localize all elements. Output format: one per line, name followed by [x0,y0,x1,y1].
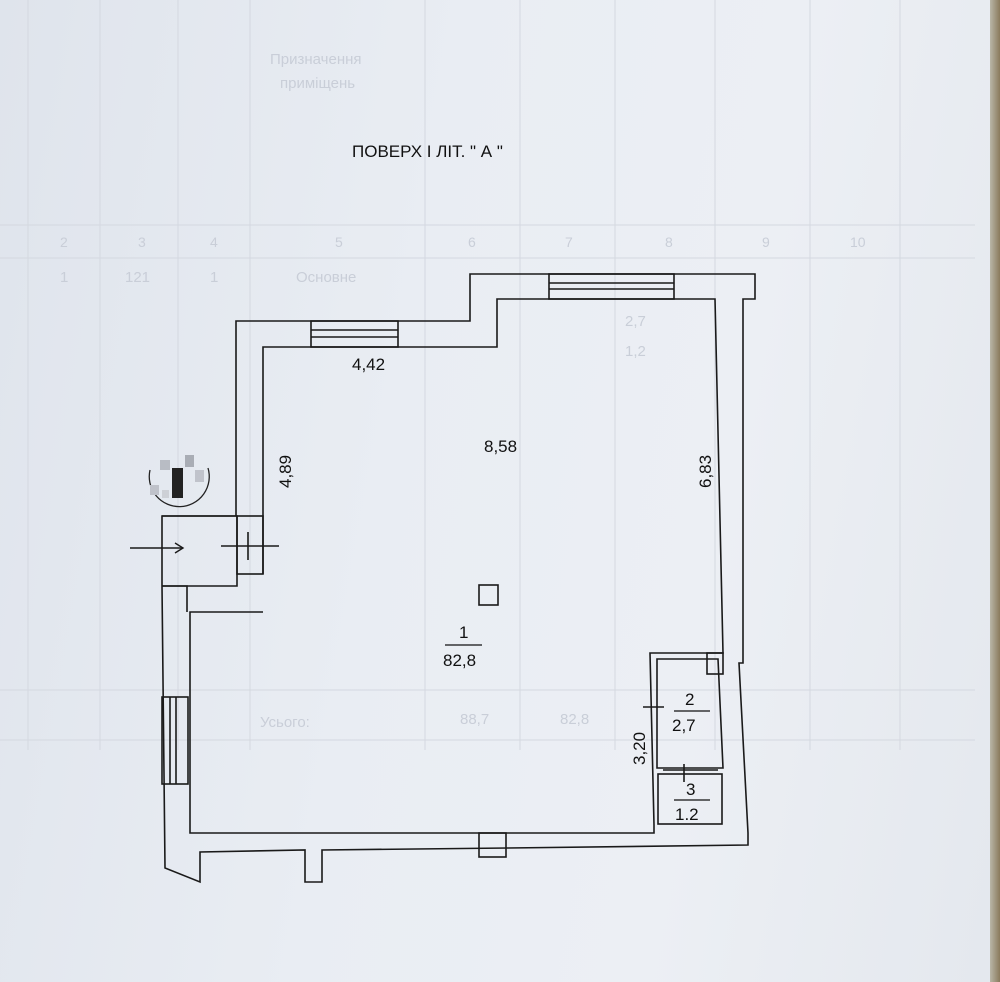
room-number: 2 [685,690,694,709]
room-area: 1.2 [675,805,699,824]
ghost-col: 6 [468,234,476,250]
ghost-cell: 1 [60,269,68,286]
ghost-cell: 1 [210,269,218,286]
plan-title: ПОВЕРХ І ЛІТ. " А " [352,142,503,161]
ghost-row3-value: 1,2 [625,343,646,360]
ghost-col: 9 [762,234,770,250]
north-arrow-icon [148,455,210,508]
ghost-col: 5 [335,234,343,250]
bathroom-2-duct [706,652,724,675]
ghost-col: 8 [665,234,673,250]
door-jamb [236,515,264,575]
ghost-col: 3 [138,234,146,250]
ghost-cell: 121 [125,269,150,286]
room-2-label: 2 2,7 [672,690,710,735]
room-1-label: 1 82,8 [443,623,482,670]
ghost-col: 2 [60,234,68,250]
dimension-right: 6,83 [696,455,715,488]
ghost-row-first: 1 121 1 Основне [60,269,356,286]
dimension-left: 4,89 [276,455,295,488]
window-top-left [310,320,399,348]
ghost-column-numbers: 2 3 4 5 6 7 8 9 10 [60,234,866,250]
room-number: 3 [686,780,695,799]
bottom-column [478,832,507,858]
room-area: 2,7 [672,716,696,735]
ghost-total-area: 88,7 [460,711,489,728]
dimension-width: 8,58 [484,437,517,456]
room-number: 1 [459,623,468,642]
room-3-label: 3 1.2 [674,780,710,824]
entrance-arrow-icon [130,542,185,554]
window-left [161,696,189,785]
ventilation-shaft [478,584,499,606]
dimension-top-left: 4,42 [352,355,385,374]
room-area: 82,8 [443,651,476,670]
bathroom-3-wall [657,773,723,825]
ghost-total-label: Усього: [260,714,310,731]
bathroom-2-wall [656,658,724,769]
ghost-header-purpose-2: приміщень [280,75,355,92]
ghost-table [0,0,975,750]
ghost-col: 10 [850,234,866,250]
ghost-total-main: 82,8 [560,711,589,728]
ghost-col: 4 [210,234,218,250]
entry-vestibule [162,515,238,587]
walls [161,273,756,884]
inner-wall [189,298,724,834]
entry-step [162,585,188,612]
outer-wall [161,273,756,884]
table-edge [990,0,1000,982]
ghost-col: 7 [565,234,573,250]
dimension-bathroom: 3,20 [630,732,649,765]
ghost-header-purpose: Призначення [270,51,362,68]
ghost-row2-value: 2,7 [625,313,646,330]
window-top-right [548,273,675,300]
ghost-cell: Основне [296,269,356,286]
